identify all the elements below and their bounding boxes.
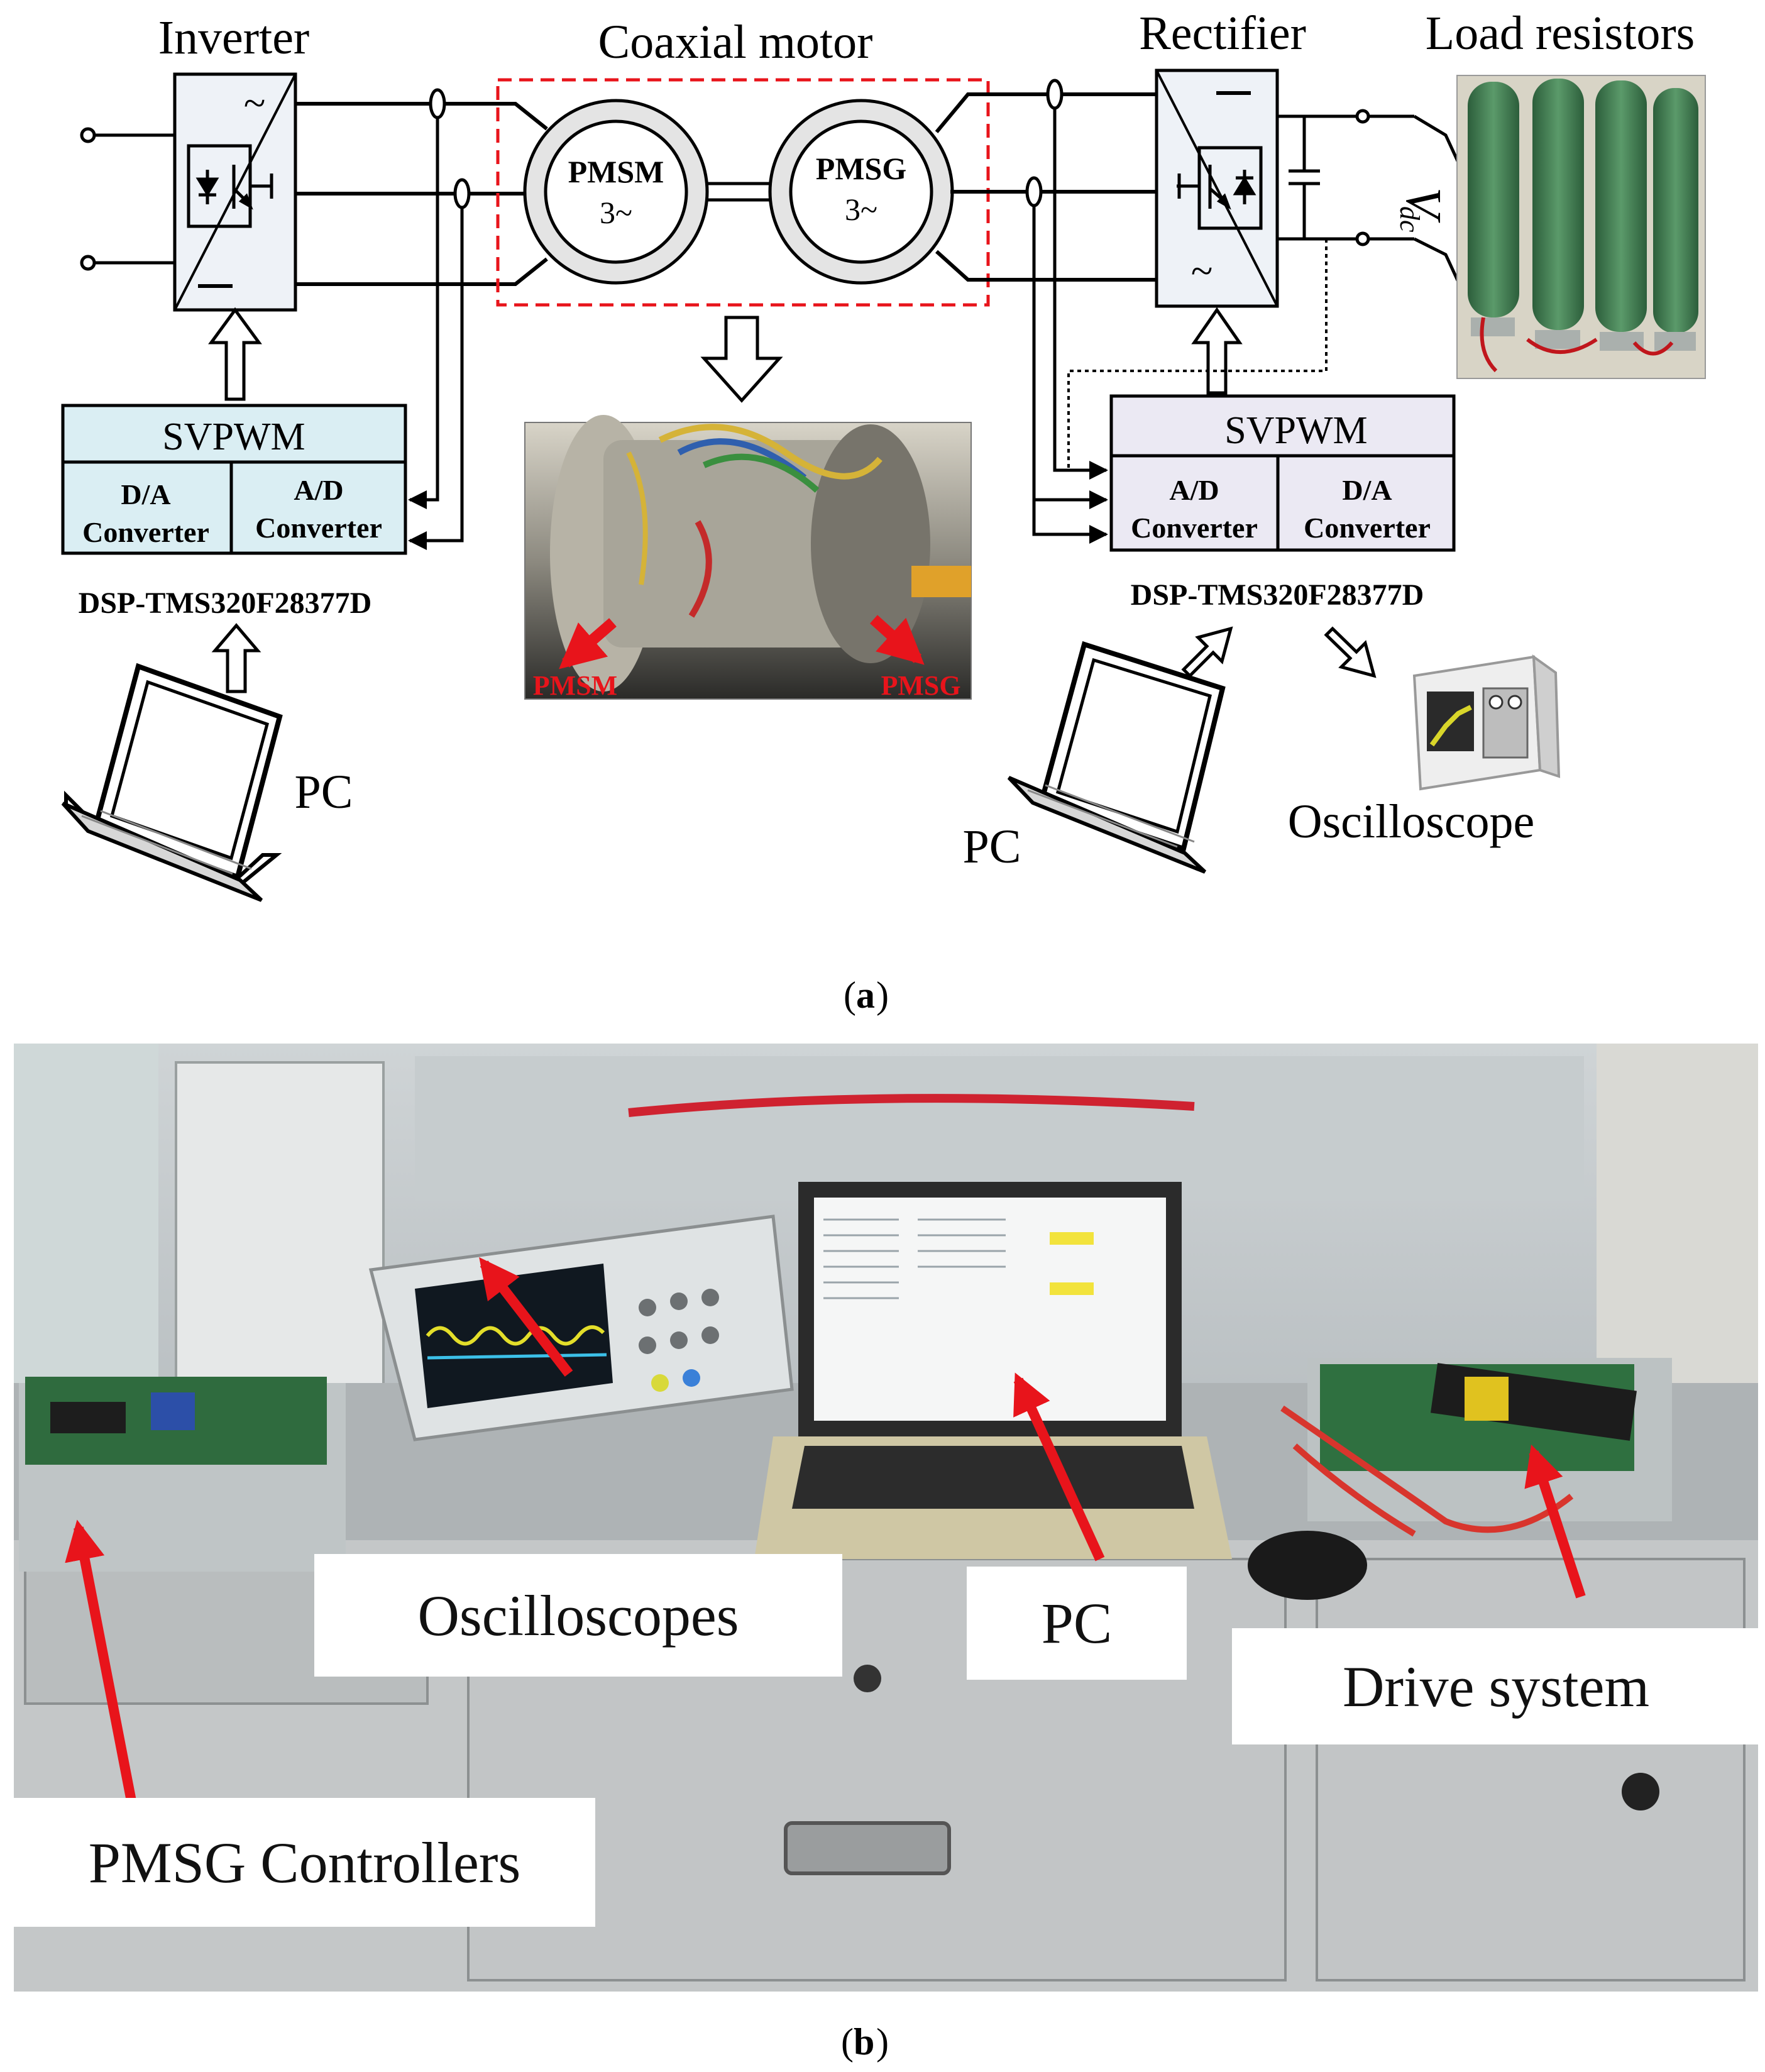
motor-rectifier-lines [935,92,1157,282]
photo-pmsg-label: PMSG [881,670,960,701]
inverter-block: ~ [173,72,297,312]
coaxial-motor-photo [524,415,972,700]
left-feedback-wires [408,118,464,550]
right-da-converter: Converter [1304,512,1431,544]
inverter-ac-tilde: ~ [244,80,266,125]
left-svpwm: SVPWM [162,416,305,458]
caption-b-close: ) [876,2021,889,2063]
rectifier-ac-tilde: ~ [1191,248,1213,293]
label-pmsg-controllers: PMSG Controllers [14,1798,595,1927]
caption-b: b [854,2021,874,2063]
caption-a-close: ) [876,974,889,1016]
right-ad-converter: Converter [1131,512,1258,544]
motor-shaft [707,182,770,202]
photo-pmsm-label: PMSM [533,670,617,701]
left-da: D/A [121,478,170,510]
coaxial-motor-title: Coaxial motor [598,16,873,69]
oscilloscope-label: Oscilloscope [1288,795,1535,848]
left-controller: SVPWM D/A Converter A/D Converter [61,404,407,555]
right-dsp-label: DSP-TMS320F28377D [1131,578,1424,612]
inverter-motor-lines [295,102,548,286]
vdc-label: V [1395,187,1451,223]
pmsg-motor: PMSG 3~ [768,99,954,285]
left-ad-converter: Converter [255,512,382,544]
pmsm-motor: PMSM 3~ [523,99,709,285]
label-oscilloscopes: Oscilloscopes [314,1554,842,1677]
caption-b-open: ( [841,2021,854,2063]
pmsg-phase: 3~ [845,192,877,227]
pmsg-label: PMSG [816,151,906,186]
left-dsp-label: DSP-TMS320F28377D [79,587,372,620]
caption-a-open: ( [844,974,856,1016]
vdc-sense-dotted [1067,239,1328,468]
rectifier-block: ~ [1155,69,1279,308]
left-pc-laptop-icon [61,663,283,902]
hollow-arrows [208,307,1377,693]
input-terminals [80,127,175,271]
label-drive-system: Drive system [1232,1628,1760,1744]
igbt-icon-rect [1177,146,1263,230]
right-pc-laptop-icon [1007,641,1226,874]
current-sensors-right [1025,79,1064,207]
load-resistors-title: Load resistors [1426,7,1695,60]
right-controller: SVPWM A/D Converter D/A Converter [1109,394,1456,552]
left-ad: A/D [294,474,343,506]
left-pc-label: PC [295,766,353,818]
pmsm-label: PMSM [568,154,664,189]
right-pc-label: PC [963,820,1021,873]
igbt-icon [187,144,273,228]
right-ad: A/D [1169,474,1219,506]
right-da: D/A [1342,474,1392,506]
rectifier-title: Rectifier [1139,7,1306,60]
load-resistors-image [1456,75,1706,379]
caption-a: a [856,974,875,1016]
right-svpwm: SVPWM [1224,409,1367,452]
vdc-subscript: dc [1394,206,1425,233]
lab-photo [14,1044,1758,1992]
right-feedback-wires [1032,108,1108,544]
pmsm-phase: 3~ [600,195,632,230]
left-da-converter: Converter [82,516,209,548]
inverter-title: Inverter [158,11,310,64]
oscilloscope-icon [1412,654,1561,791]
label-pc: PC [967,1567,1187,1680]
